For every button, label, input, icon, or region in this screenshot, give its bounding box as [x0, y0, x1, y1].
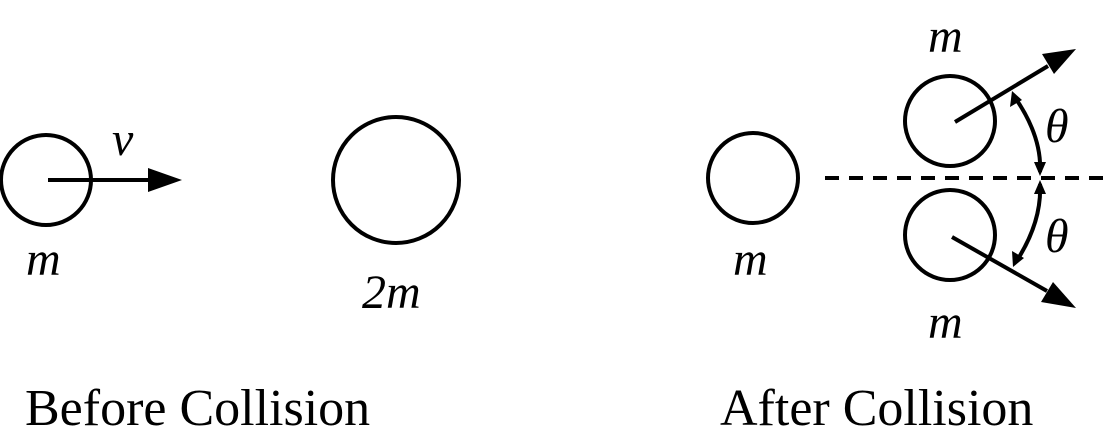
small-mass-label: m	[26, 233, 61, 286]
top-angle-label: θ	[1045, 100, 1069, 153]
bottom-angle-arc-head-start	[1034, 180, 1046, 194]
large-ball-before	[331, 115, 461, 245]
top-fragment-arrow-shaft	[953, 64, 1050, 124]
top-fragment-mass-label: m	[928, 10, 963, 63]
before-caption: Before Collision	[25, 380, 370, 437]
original-mass-label: m	[733, 233, 768, 286]
bottom-angle-arc-head-end	[1012, 251, 1024, 267]
bottom-fragment-mass-label: m	[928, 296, 963, 349]
bottom-angle-arc	[1014, 183, 1043, 264]
after-caption: After Collision	[720, 380, 1033, 437]
before-collision-panel: v m 2m Before Collision	[0, 113, 461, 437]
small-ball-after	[706, 131, 800, 225]
velocity-label: v	[112, 113, 134, 166]
top-fragment-ball	[903, 74, 997, 168]
large-mass-label: 2m	[362, 266, 421, 319]
top-angle-arc	[1012, 94, 1043, 173]
velocity-arrowhead	[148, 168, 182, 192]
after-collision-panel: m m m θ θ After Collision	[706, 10, 1104, 437]
bottom-fragment-ball	[903, 188, 997, 282]
top-fragment-arrowhead	[1042, 49, 1076, 74]
bottom-fragment-arrowhead	[1041, 282, 1076, 308]
top-angle-arc-head-start	[1010, 91, 1022, 107]
top-angle-arc-head-end	[1034, 162, 1046, 176]
bottom-fragment-arrow-shaft	[951, 235, 1048, 293]
bottom-angle-label: θ	[1045, 210, 1069, 263]
